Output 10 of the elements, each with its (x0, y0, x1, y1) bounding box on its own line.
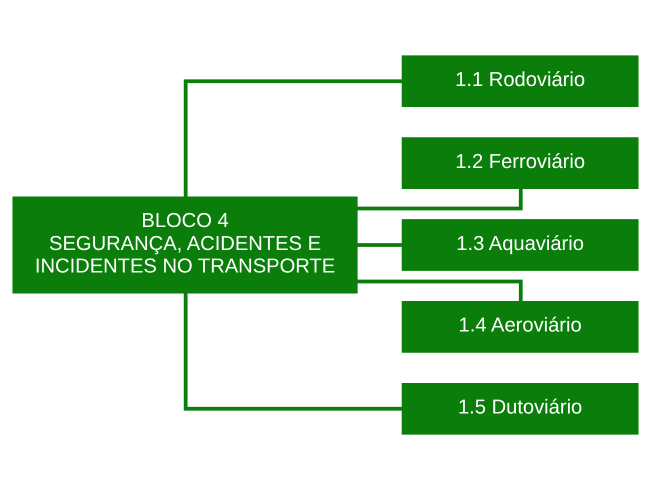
connector (184, 78, 402, 196)
node-box: 1.2 Ferroviário (402, 136, 639, 188)
node-box: BLOCO 4 SEGURANÇA, ACIDENTES E INCIDENTES NO TRANSPORTE (12, 196, 358, 293)
connector (357, 242, 402, 246)
node-box: 1.5 Dutoviário (402, 382, 639, 434)
node-box: 1.3 Aquaviário (402, 218, 639, 270)
node-box: 1.1 Rodoviário (402, 54, 639, 107)
connector (357, 188, 523, 210)
node-box: 1.4 Aeroviário (402, 300, 639, 352)
connector (184, 292, 402, 410)
